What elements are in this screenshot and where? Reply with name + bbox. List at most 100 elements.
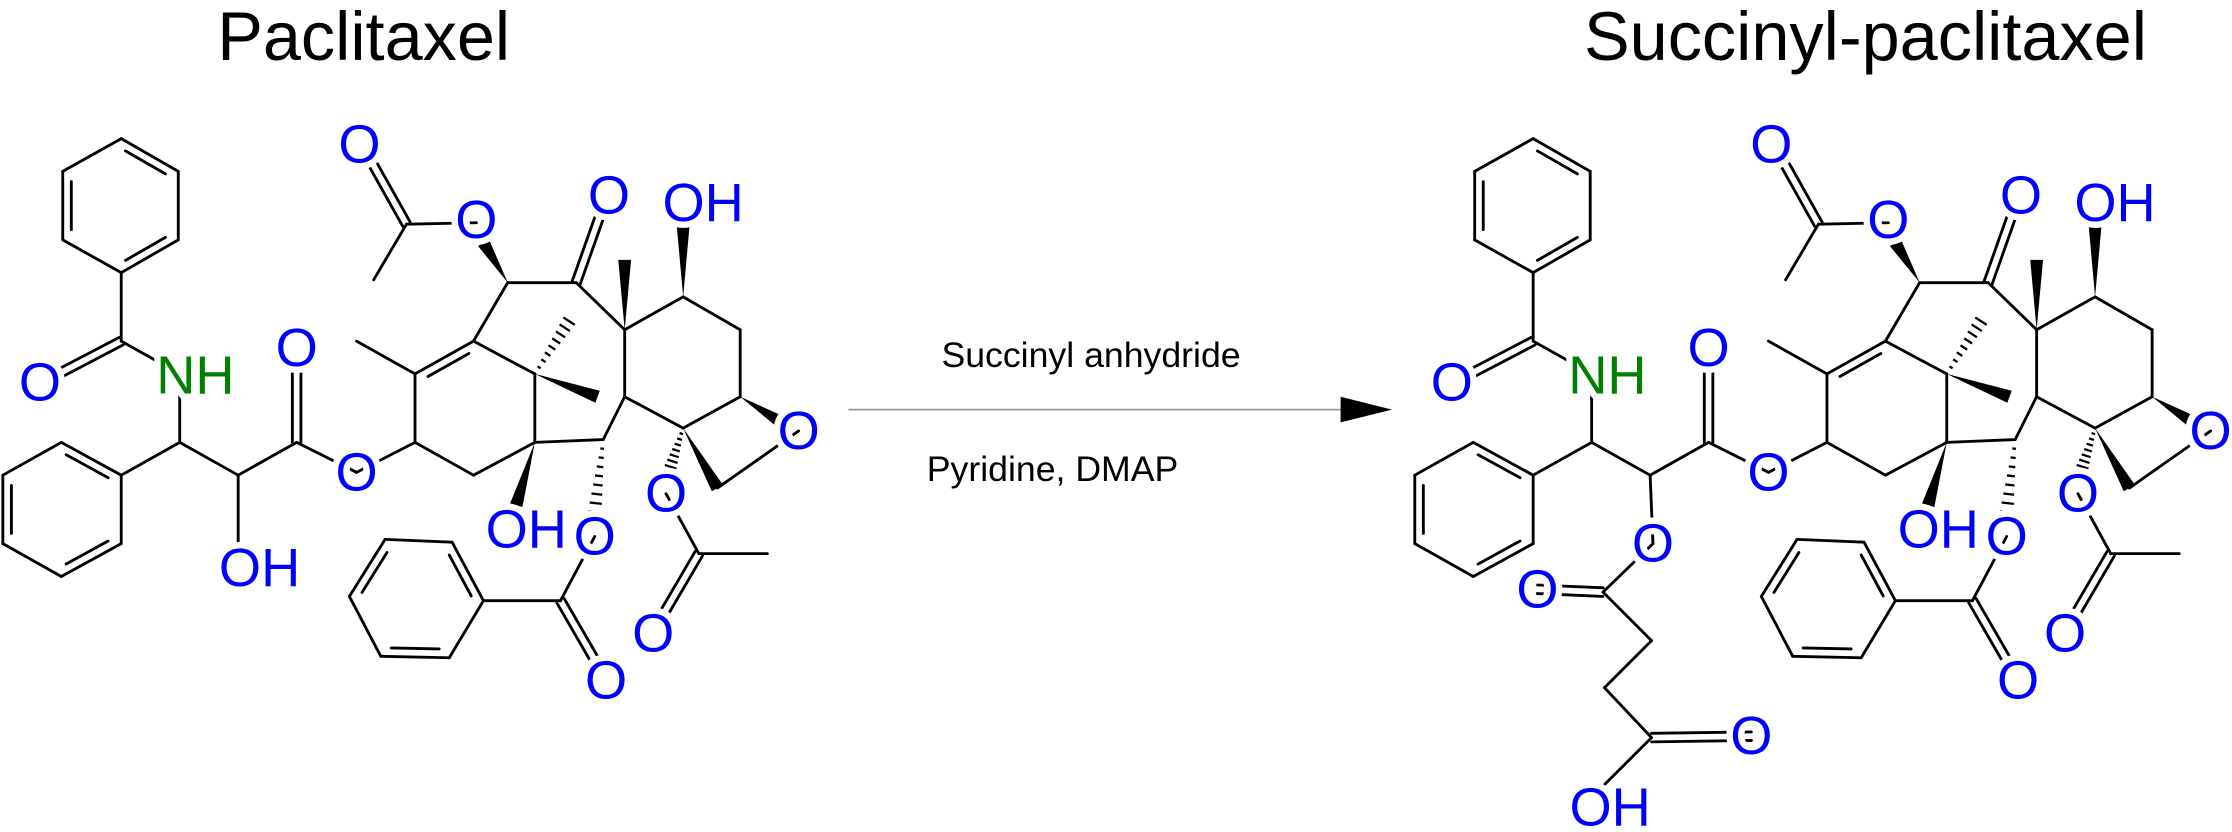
- hash-line: [555, 330, 566, 339]
- bond: [533, 438, 605, 444]
- oxygen-label: O: [1986, 507, 2028, 567]
- bond: [472, 339, 537, 376]
- bond: [119, 440, 182, 477]
- wedge-bond: [683, 428, 723, 492]
- bond: [295, 440, 358, 474]
- bond: [389, 646, 441, 651]
- hash-line: [679, 431, 684, 436]
- oxygen-label: O: [2044, 603, 2086, 663]
- hash-line: [2073, 469, 2088, 476]
- hash-line: [587, 510, 602, 515]
- bond: [1473, 238, 1535, 275]
- hash-line: [1999, 510, 2014, 515]
- wedge-bond: [740, 396, 785, 428]
- bond: [472, 281, 510, 343]
- hash-line: [1967, 330, 1978, 339]
- bond: [59, 440, 123, 477]
- bond: [124, 235, 167, 262]
- bond: [1536, 149, 1579, 176]
- bond: [1413, 542, 1475, 578]
- bond: [1772, 551, 1801, 594]
- bond: [413, 339, 475, 376]
- bond: [578, 214, 606, 286]
- hashed-bond: [587, 447, 605, 515]
- oxygen-label: O: [1431, 352, 1473, 412]
- bond: [368, 166, 405, 228]
- reactant-title: Paclitaxel: [217, 0, 510, 75]
- bond: [59, 343, 125, 380]
- wedge-bond: [676, 225, 690, 297]
- acid-hydroxyl-label: OH: [1570, 777, 1651, 832]
- bond: [1531, 440, 1594, 477]
- bond: [1590, 440, 1652, 477]
- reagent-label: Succinyl anhydride: [941, 335, 1240, 375]
- bond: [61, 137, 123, 173]
- bond: [124, 149, 167, 176]
- bond: [59, 542, 123, 578]
- hash-line: [2091, 431, 2096, 436]
- bond: [55, 335, 121, 372]
- bond: [666, 554, 704, 616]
- hash-line: [596, 465, 604, 469]
- oxygen-label: O: [585, 651, 627, 711]
- bond: [178, 440, 240, 477]
- oxygen-label: O: [19, 352, 61, 412]
- bond: [1967, 601, 2008, 669]
- bond: [1603, 639, 1653, 690]
- bond: [1884, 440, 1949, 477]
- bond: [64, 453, 110, 480]
- hash-line: [594, 474, 604, 478]
- bond: [1476, 453, 1522, 480]
- bond: [1603, 686, 1653, 740]
- hash-line: [2008, 465, 2016, 469]
- bond: [562, 597, 603, 665]
- ester-oxygen-label: O: [1632, 514, 1674, 574]
- nh-label: NH: [1568, 345, 1646, 405]
- bond: [570, 211, 598, 283]
- bond: [1, 542, 63, 578]
- bond: [1531, 339, 1594, 376]
- hydroxyl-label: OH: [1898, 499, 1979, 559]
- hash-line: [671, 447, 681, 453]
- wedge-bond: [2152, 396, 2197, 428]
- bond: [1595, 736, 1653, 794]
- hashed-bond: [1999, 447, 2017, 515]
- hash-line: [540, 358, 547, 364]
- hash-line: [559, 323, 571, 333]
- bond: [1884, 339, 1949, 376]
- bond: [2071, 550, 2109, 612]
- hash-line: [547, 344, 556, 351]
- bond: [1473, 137, 1535, 173]
- oxygen-label: O: [632, 603, 674, 663]
- product-title: Succinyl-paclitaxel: [1584, 0, 2147, 75]
- bond: [715, 429, 801, 490]
- conditions-label: Pyridine, DMAP: [927, 449, 1179, 489]
- hash-line: [1956, 351, 1963, 357]
- hash-line: [562, 316, 576, 326]
- hash-line: [1959, 344, 1968, 351]
- hash-line: [1974, 316, 1988, 326]
- bond: [1759, 537, 1799, 598]
- bond: [1859, 599, 1897, 660]
- bond: [1838, 352, 1883, 378]
- hash-line: [598, 456, 604, 460]
- hash-line: [2086, 442, 2094, 447]
- bond: [574, 281, 627, 332]
- hashed-bond: [662, 431, 684, 476]
- hash-line: [589, 501, 603, 506]
- bond: [383, 537, 454, 544]
- bond: [472, 440, 537, 477]
- bond: [559, 535, 597, 603]
- bond: [1982, 211, 2010, 283]
- hash-line: [676, 437, 683, 442]
- bond: [664, 492, 701, 556]
- oxygen-label: O: [2057, 464, 2099, 524]
- wedge-bond: [1922, 442, 1947, 507]
- hash-line: [2088, 437, 2095, 442]
- hash-line: [662, 469, 676, 476]
- bond: [623, 395, 685, 430]
- bond: [405, 221, 478, 226]
- bond: [64, 539, 110, 566]
